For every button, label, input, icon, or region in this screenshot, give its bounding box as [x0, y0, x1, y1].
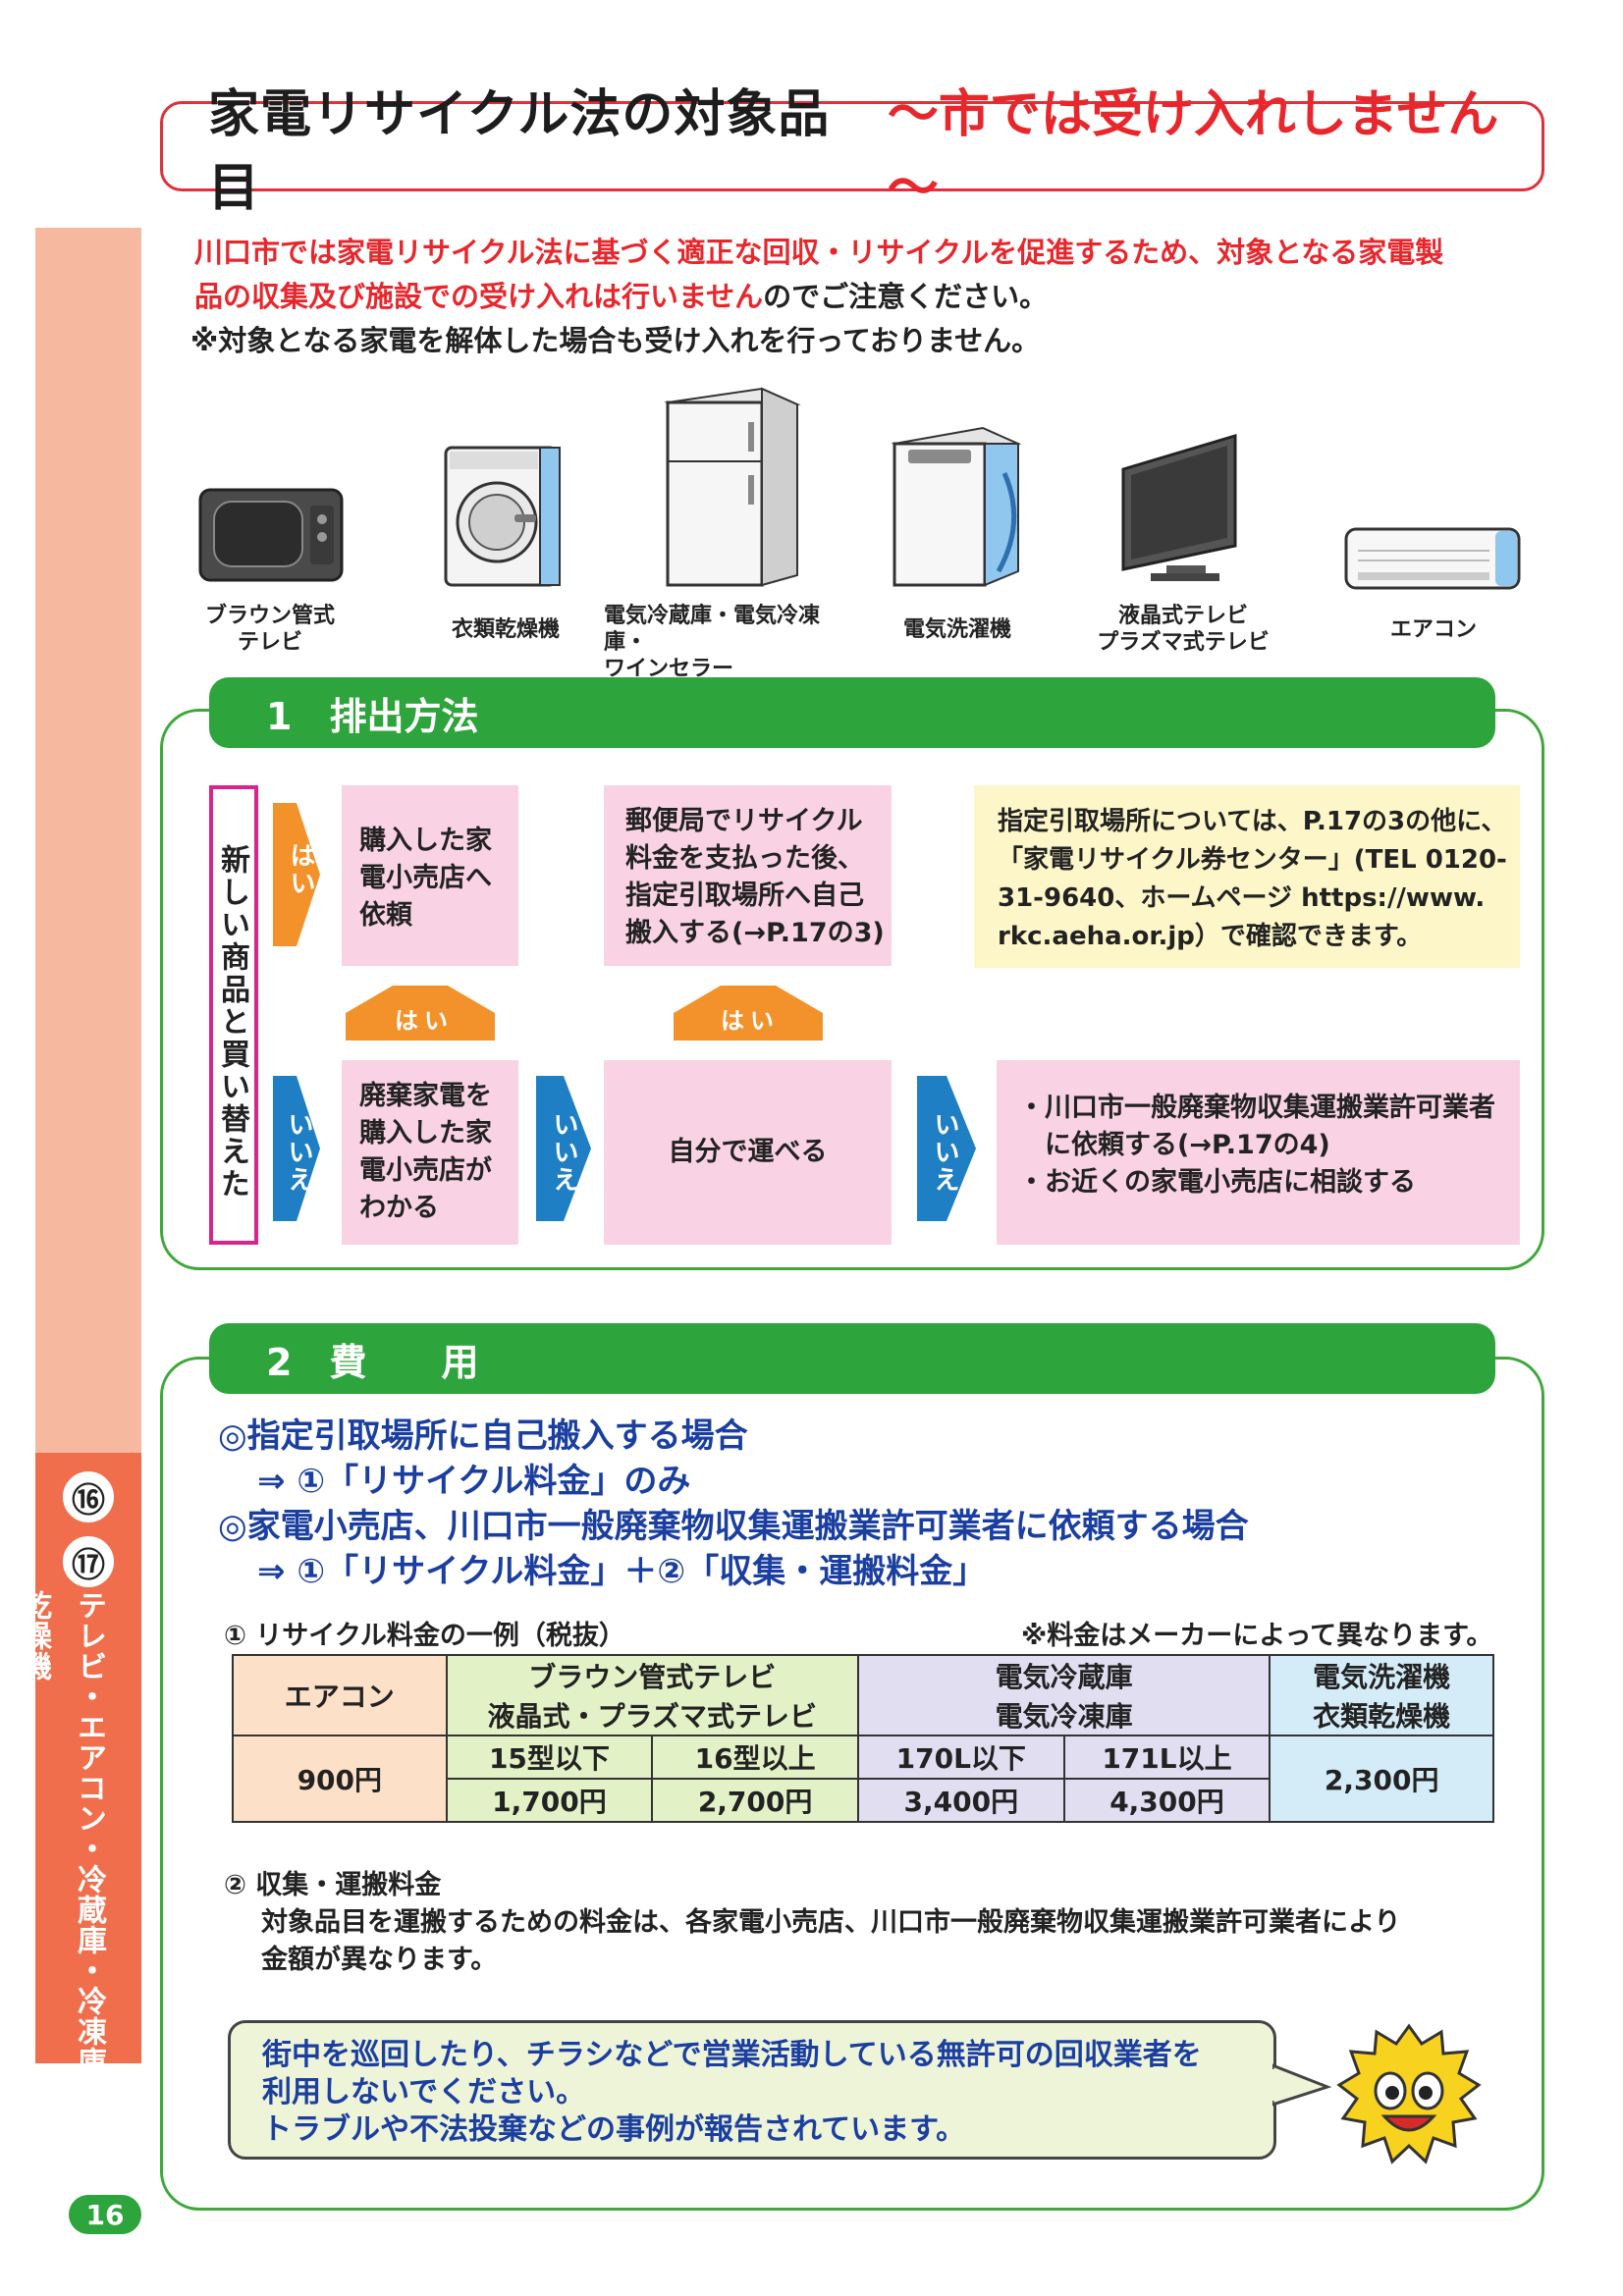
cost-case-2-result: ⇒ ①「リサイクル料金」＋②「収集・運搬料金」 [257, 1552, 987, 1591]
air-conditioner-icon [1344, 527, 1521, 590]
page-title-box: 家電リサイクル法の対象品目 ～市では受け入れしません～ [160, 85, 1544, 218]
box-contractor: ・川口市一般廃棄物収集運搬業許可業者 に依頼する(→P.17の4) ・お近くの家… [997, 1060, 1520, 1245]
dryer-icon [444, 446, 561, 587]
flat-tv-icon [1121, 433, 1237, 581]
sub-fridge-small: 170L以下 [856, 1735, 1065, 1780]
arrow-up-yes-icon [346, 986, 495, 1041]
box-ask-purchase-store: 購入した家 電小売店へ 依頼 [342, 785, 518, 966]
appliance-label-crt-tv: ブラウン管式テレビ [204, 604, 335, 655]
value-ac: 900円 [232, 1735, 448, 1823]
collection-fee-text-2: 金額が異なります。 [261, 1945, 498, 1975]
arrow-yes-icon [273, 803, 320, 946]
arrow-no-icon [273, 1076, 320, 1221]
page-title: 家電リサイクル法の対象品目 [208, 85, 831, 218]
chapter-number-16: ⑯ [60, 1468, 117, 1525]
intro-line1: 川口市では家電リサイクル法に基づく適正な回収・リサイクルを促進するため、対象とな… [194, 236, 1444, 269]
cost-case-1: ◎指定引取場所に自己搬入する場合 [218, 1416, 748, 1456]
refrigerator-icon [664, 387, 801, 587]
fee-table-note: ※料金はメーカーによって異なります。 [1021, 1621, 1493, 1651]
warning-line-3: トラブルや不法投棄などの事例が報告されています。 [262, 2112, 966, 2147]
header-tv: ブラウン管式テレビ液晶式・プラズマ式テレビ [445, 1654, 859, 1736]
appliance-label-dryer: 衣類乾燥機 [451, 617, 560, 642]
vertical-label-box [209, 785, 258, 1245]
arrow-no-label-2: いいえ [549, 1111, 578, 1194]
section1-header: 1 排出方法 [209, 677, 1495, 748]
warning-line-1: 街中を巡回したり、チラシなどで営業活動している無許可の回収業者を [262, 2038, 1202, 2072]
header-fridge: 電気冷蔵庫電気冷凍庫 [856, 1654, 1271, 1736]
header-washer: 電気洗濯機衣類乾燥機 [1269, 1654, 1494, 1736]
mascot-icon [1336, 2023, 1482, 2164]
header-ac: エアコン [232, 1654, 448, 1736]
section2-header: 2 費 用 [209, 1323, 1495, 1394]
appliance-label-refrigerator: 電気冷蔵庫・電気冷凍庫・ワインセラー [604, 604, 821, 681]
box-self-transport: 自分で運べる [604, 1060, 892, 1245]
intro-line2-red: 品の収集及び施設での受け入れは行いません [194, 280, 764, 313]
arrow-up-yes-label: はい [395, 1007, 454, 1035]
appliance-label-washer: 電気洗濯機 [902, 617, 1011, 642]
box-know-purchase-store: 廃棄家電を 購入した家 電小売店が わかる [342, 1060, 518, 1245]
washing-machine-icon [891, 426, 1022, 587]
value-washer: 2,300円 [1269, 1735, 1494, 1823]
cost-case-2: ◎家電小売店、川口市一般廃棄物収集運搬業許可業者に依頼する場合 [218, 1507, 1249, 1546]
collection-fee-title: ② 収集・運搬料金 [224, 1870, 442, 1900]
value-tv-large: 2,700円 [651, 1778, 859, 1823]
arrow-no-icon-3 [917, 1076, 976, 1221]
value-fridge-large: 4,300円 [1062, 1778, 1271, 1823]
chapter-number-17: ⑰ [60, 1533, 117, 1590]
recycling-fee-table: エアコン ブラウン管式テレビ液晶式・プラズマ式テレビ 電気冷蔵庫電気冷凍庫 電気… [232, 1654, 1494, 1823]
intro-line2: のでご注意ください。 [763, 280, 1049, 313]
fee-table-title: ① リサイクル料金の一例（税抜） [224, 1621, 625, 1651]
appliance-label-ac: エアコン [1389, 617, 1477, 642]
vertical-label: 新しい商品と買い替えた [215, 844, 249, 1201]
sidebar-chapter-title: テレビ・エアコン・冷蔵庫・冷凍庫・洗濯機・衣類乾燥機 [17, 1590, 106, 2290]
collection-fee-text-1: 対象品目を運搬するための料金は、各家電小売店、川口市一般廃棄物収集運搬業許可業者… [261, 1907, 1401, 1938]
arrow-up-yes-icon-2 [674, 986, 823, 1041]
value-fridge-small: 3,400円 [856, 1778, 1065, 1823]
arrow-yes-label: はい [286, 842, 315, 897]
arrow-no-label: いいえ [284, 1111, 313, 1194]
value-tv-small: 1,700円 [445, 1778, 654, 1823]
warning-line-2: 利用しないでください。 [262, 2075, 586, 2109]
arrow-no-label-3: いいえ [930, 1111, 959, 1194]
page-subtitle: ～市では受け入れしません～ [887, 85, 1499, 218]
sub-tv-small: 15型以下 [445, 1735, 654, 1780]
box-post-office: 郵便局でリサイクル 料金を支払った後、 指定引取場所へ自己 搬入する(→P.17… [604, 785, 892, 966]
speech-tail-icon [1272, 2063, 1331, 2107]
crt-tv-icon [198, 488, 344, 582]
cost-case-1-result: ⇒ ①「リサイクル料金」のみ [257, 1462, 691, 1501]
sub-fridge-large: 171L以上 [1062, 1735, 1271, 1780]
sub-tv-large: 16型以上 [651, 1735, 859, 1780]
intro-note: ※対象となる家電を解体した場合も受け入れを行っておりません。 [190, 324, 1041, 357]
arrow-up-yes-label-2: はい [721, 1007, 780, 1035]
box-info-rkc: 指定引取場所については、P.17の3の他に、 「家電リサイクル券センター」(TE… [974, 785, 1520, 968]
appliance-label-flat-tv: 液晶式テレビプラズマ式テレビ [1097, 604, 1270, 655]
page-number: 16 [69, 2195, 141, 2234]
arrow-no-icon-2 [536, 1076, 591, 1221]
intro-text: 川口市では家電リサイクル法に基づく適正な回収・リサイクルを促進するため、対象とな… [190, 231, 1549, 363]
warning-box: 街中を巡回したり、チラシなどで営業活動している無許可の回収業者を 利用しないでく… [228, 2020, 1276, 2160]
